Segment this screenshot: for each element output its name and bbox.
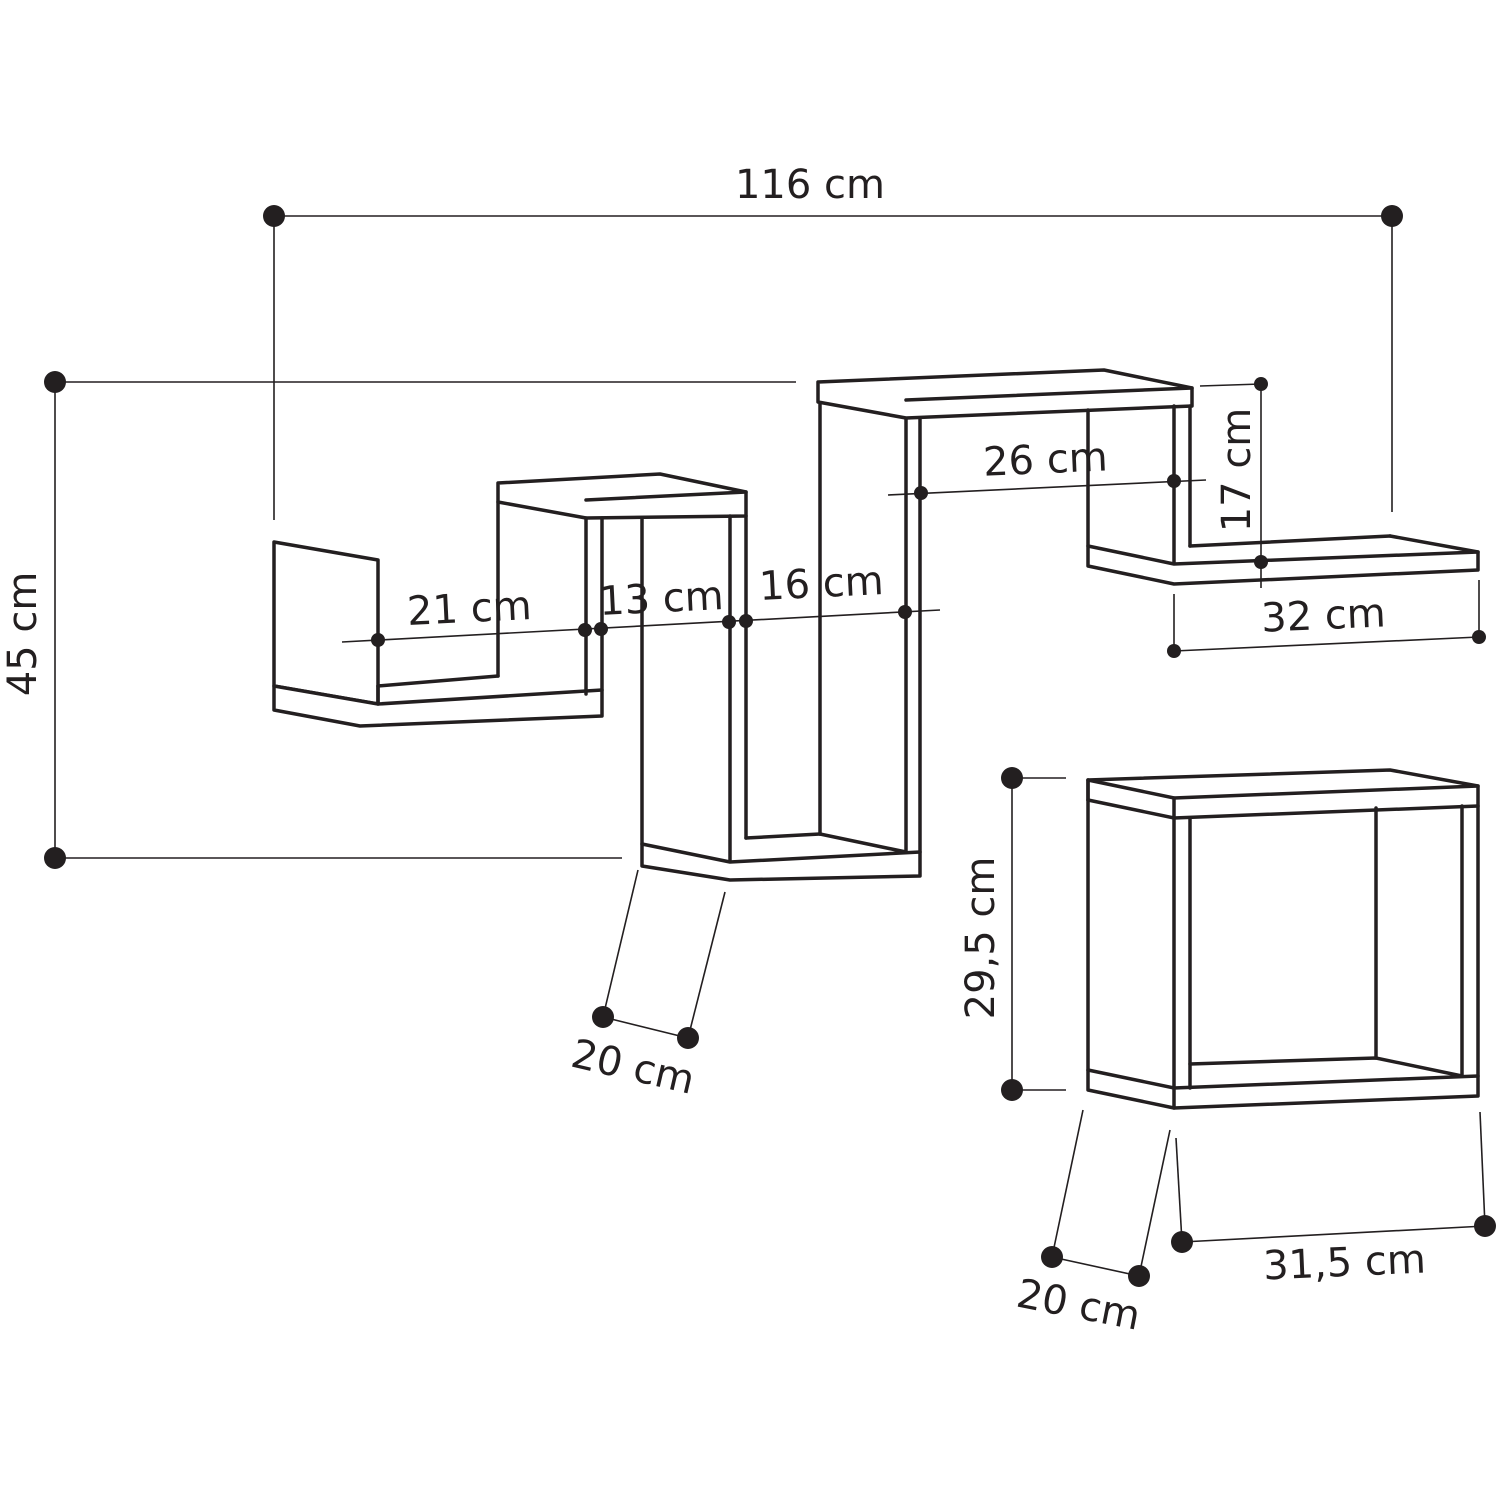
label-overall-width: 116 cm	[735, 162, 885, 208]
dim-endpoint	[1472, 630, 1486, 644]
second-top-shelf	[496, 472, 748, 520]
dim-right-shelf-width: 32 cm	[1167, 580, 1486, 658]
dim-right-step-height: 17 cm	[1199, 377, 1268, 588]
dim-endpoint	[1254, 555, 1268, 569]
dim-endpoint	[44, 371, 66, 393]
dim-endpoint	[914, 486, 928, 500]
dim-endpoint	[1254, 377, 1268, 391]
dim-inner-widths: 21 cm 13 cm 16 cm	[341, 558, 941, 647]
dim-endpoint	[1167, 644, 1181, 658]
dim-main-depth: 20 cm	[567, 869, 726, 1104]
dim-endpoint	[1167, 474, 1181, 488]
dim-endpoint	[594, 622, 608, 636]
dim-cube-depth: 20 cm	[1013, 1109, 1171, 1340]
label-cube-width: 31,5 cm	[1262, 1236, 1427, 1289]
label-cube-depth: 20 cm	[1013, 1271, 1144, 1340]
label-right-shelf-width: 32 cm	[1260, 590, 1386, 641]
label-overall-height: 45 cm	[0, 572, 46, 697]
dim-endpoint	[1128, 1265, 1150, 1287]
dim-endpoint	[677, 1027, 699, 1049]
dim-cube-width: 31,5 cm	[1171, 1111, 1496, 1290]
dim-endpoint	[1001, 767, 1023, 789]
middle-bottom-shelf	[640, 842, 922, 882]
label-top-shelf-width: 26 cm	[982, 434, 1108, 485]
label-left-shelf-width: 21 cm	[406, 583, 533, 635]
dim-endpoint	[1001, 1079, 1023, 1101]
dim-endpoint	[722, 615, 736, 629]
label-cube-height: 29,5 cm	[958, 857, 1004, 1020]
dim-endpoint	[578, 623, 592, 637]
dim-endpoint	[371, 633, 385, 647]
cube-shelf	[1086, 768, 1480, 1110]
right-low-shelf	[1086, 544, 1480, 586]
upper-top-shelf	[816, 368, 1194, 420]
dim-top-shelf-width: 26 cm	[887, 434, 1207, 500]
cube-outline	[1086, 768, 1480, 1110]
dim-overall-width: 116 cm	[263, 162, 1403, 520]
dim-endpoint	[1171, 1231, 1193, 1253]
dim-endpoint	[1041, 1246, 1063, 1268]
dim-endpoint	[592, 1006, 614, 1028]
dim-endpoint	[898, 605, 912, 619]
dim-endpoint	[44, 847, 66, 869]
dim-endpoint	[739, 614, 753, 628]
dim-endpoint	[263, 205, 285, 227]
label-gap-b: 16 cm	[758, 558, 885, 610]
dim-overall-height: 45 cm	[0, 371, 796, 869]
dim-cube-height: 29,5 cm	[958, 767, 1066, 1101]
label-right-step-height: 17 cm	[1214, 408, 1260, 533]
dim-endpoint	[1474, 1215, 1496, 1237]
left-side-panel	[272, 540, 380, 706]
label-gap-a: 13 cm	[598, 573, 725, 625]
dim-endpoint	[1381, 205, 1403, 227]
